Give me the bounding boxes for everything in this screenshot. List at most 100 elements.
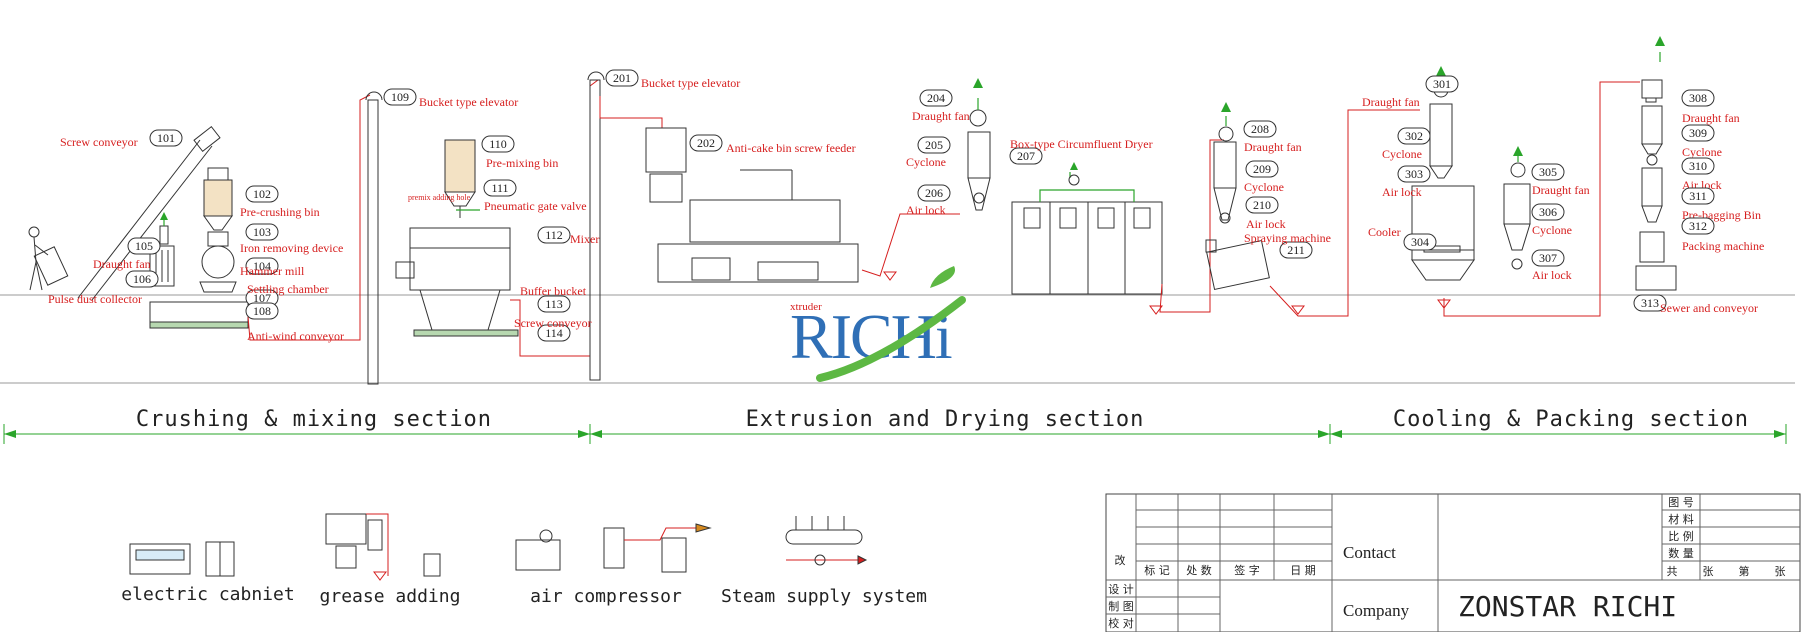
- callout-number: 110: [489, 137, 507, 151]
- callout-bubble: [1425, 75, 1459, 93]
- callout-number: 204: [927, 91, 945, 105]
- callout-label: Air lock: [1246, 217, 1286, 231]
- hammer-mill-104: [199, 231, 237, 293]
- spraying-machine-211: [1205, 239, 1270, 290]
- tb-sheet-0: 共: [1667, 565, 1678, 578]
- callout-number: 104: [253, 259, 271, 273]
- tb-row-0: 设 计: [1108, 583, 1134, 596]
- callout-number: 301: [1433, 77, 1451, 91]
- callout-label: Anti-wind conveyor: [247, 329, 344, 343]
- callout-bubble: [1681, 157, 1715, 175]
- callout-bubble: [1243, 120, 1277, 138]
- callout-label: Cooler: [1368, 225, 1401, 239]
- section-captions: Crushing & mixing section Extrusion and …: [3, 407, 1787, 444]
- callout-number: 208: [1251, 122, 1269, 136]
- callout-number: 105: [135, 239, 153, 253]
- callout-label: Air lock: [906, 203, 946, 217]
- callout-label: Cyclone: [1532, 223, 1572, 237]
- callout-label: Draught fan: [1362, 95, 1420, 109]
- callout-bubble: [605, 69, 639, 87]
- callout-label: Buffer bucket: [520, 284, 587, 298]
- callout-bubble: [245, 257, 279, 275]
- callout-bubble: [245, 185, 279, 203]
- bucket-elevator-109: [365, 91, 383, 385]
- callout-label: Air lock: [1532, 268, 1572, 282]
- callout-label: Screw conveyor: [514, 316, 592, 330]
- tb-row-1: 制 图: [1108, 600, 1134, 613]
- callout-number: 111: [491, 181, 508, 195]
- callout-number: 103: [253, 225, 271, 239]
- callout-bubble: [1397, 165, 1431, 183]
- contact-label: Contact: [1343, 543, 1396, 562]
- callout-304: 304 Cooler: [1368, 225, 1437, 251]
- callout-number: 211: [1287, 243, 1305, 257]
- callout-label: Draught fan: [912, 109, 970, 123]
- callout-number: 304: [1411, 235, 1429, 249]
- tb-sheet-1: 张: [1703, 565, 1714, 578]
- steam-supply-icon: [785, 516, 868, 566]
- extruder-to-dryer-pipe: [861, 213, 960, 277]
- revise-mark: 改: [1115, 553, 1126, 567]
- extruder-label: xtruder: [790, 301, 822, 313]
- callout-label: Hammer mill: [240, 264, 305, 278]
- callout-bubble: [1681, 124, 1715, 142]
- extruder: [657, 169, 859, 283]
- callout-bubble: [1009, 147, 1043, 165]
- callout-bubble: [127, 237, 161, 255]
- callout-number: 113: [545, 297, 563, 311]
- callout-bubble: [1279, 241, 1313, 259]
- callout-bubble: [1397, 127, 1431, 145]
- callout-bubble: [537, 226, 571, 244]
- section-label-cooling: Cooling & Packing section: [1393, 407, 1749, 432]
- callout-number: 107: [253, 291, 271, 305]
- discharge-marker-2: [1149, 305, 1163, 315]
- callout-label: Box-type Circumfluent Dryer: [1010, 137, 1153, 151]
- callout-number: 109: [391, 90, 409, 104]
- packing-line-308-313: [1635, 36, 1677, 291]
- legend-electric-cabinet: electric cabniet: [121, 584, 294, 605]
- callout-label: Cyclone: [1682, 145, 1722, 159]
- callout-bubble: [1531, 249, 1565, 267]
- callout-number: 309: [1689, 126, 1707, 140]
- callout-bubble: [1245, 160, 1279, 178]
- callout-bubble: [917, 184, 951, 202]
- callout-number: 114: [545, 326, 563, 340]
- callout-label: Sewer and conveyor: [1660, 301, 1758, 315]
- callout-label: Anti-cake bin screw feeder: [726, 141, 856, 155]
- callout-number: 305: [1539, 165, 1557, 179]
- callout-bubble: [1681, 89, 1715, 107]
- callout-label: Iron removing device: [240, 241, 343, 255]
- tb-right-1: 材 料: [1668, 512, 1694, 526]
- operator-figure: [28, 226, 69, 291]
- callout-label: Pre-mixing bin: [486, 156, 558, 170]
- callout-bubble: [245, 223, 279, 241]
- callout-number: 108: [253, 304, 271, 318]
- callout-number: 303: [1405, 167, 1423, 181]
- section-label-extrusion: Extrusion and Drying section: [746, 407, 1145, 432]
- callout-number: 306: [1539, 205, 1557, 219]
- callout-label: Pre-crushing bin: [240, 205, 320, 219]
- callout-number: 102: [253, 187, 271, 201]
- callout-number: 112: [545, 228, 563, 242]
- callout-number: 106: [133, 272, 151, 286]
- tb-sheet-3: 张: [1775, 565, 1786, 578]
